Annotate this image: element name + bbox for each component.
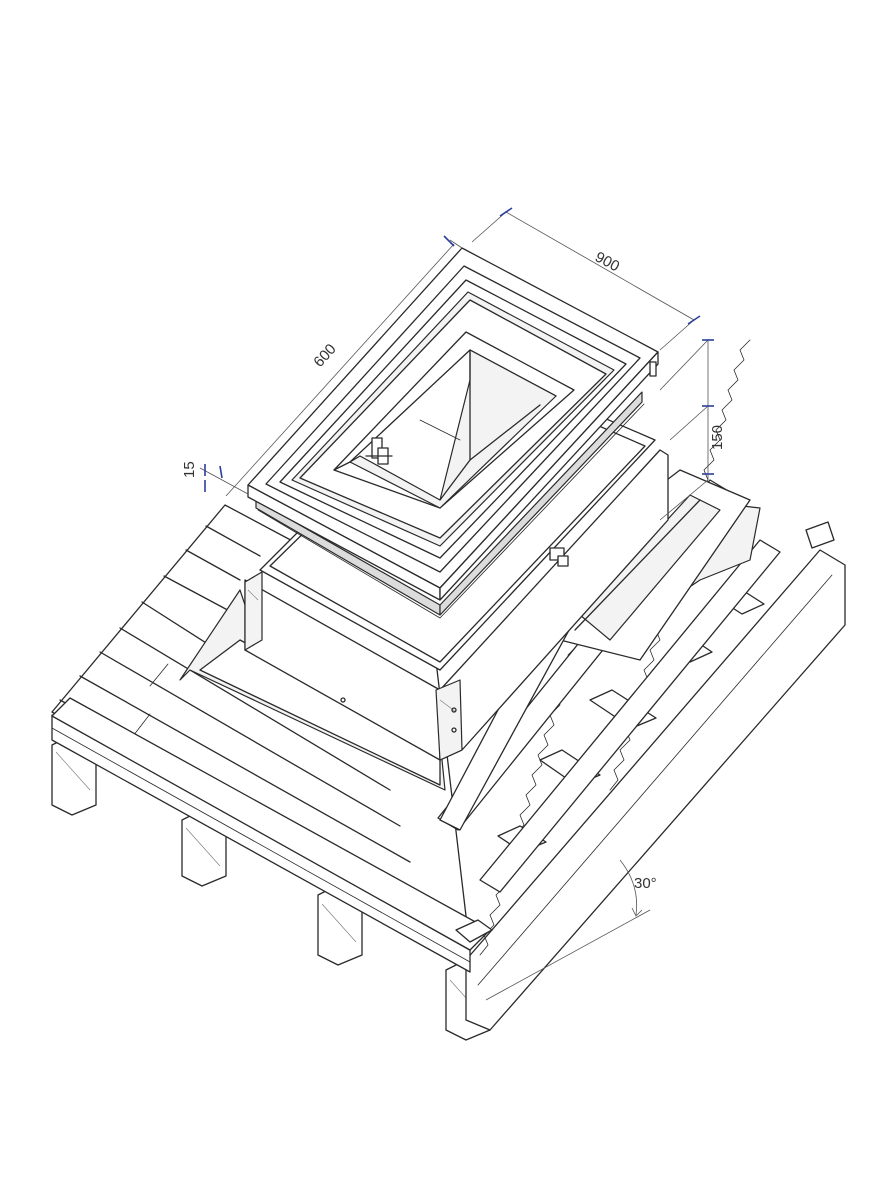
dimension-600-label: 600 <box>310 341 339 371</box>
latch-hardware <box>365 437 393 465</box>
dimension-pitch: 30° <box>485 859 657 1001</box>
corner-clip <box>549 547 569 567</box>
dimension-15: 15 <box>181 461 249 495</box>
dimension-15-label: 15 <box>181 461 198 478</box>
gasket-seal <box>255 391 645 619</box>
dimension-900-label: 900 <box>592 249 622 276</box>
pitch-label: 30° <box>634 875 657 892</box>
dimension-150-label: 150 <box>709 425 726 450</box>
skylight-frame <box>247 247 659 601</box>
dimension-150: 150 <box>659 339 726 521</box>
